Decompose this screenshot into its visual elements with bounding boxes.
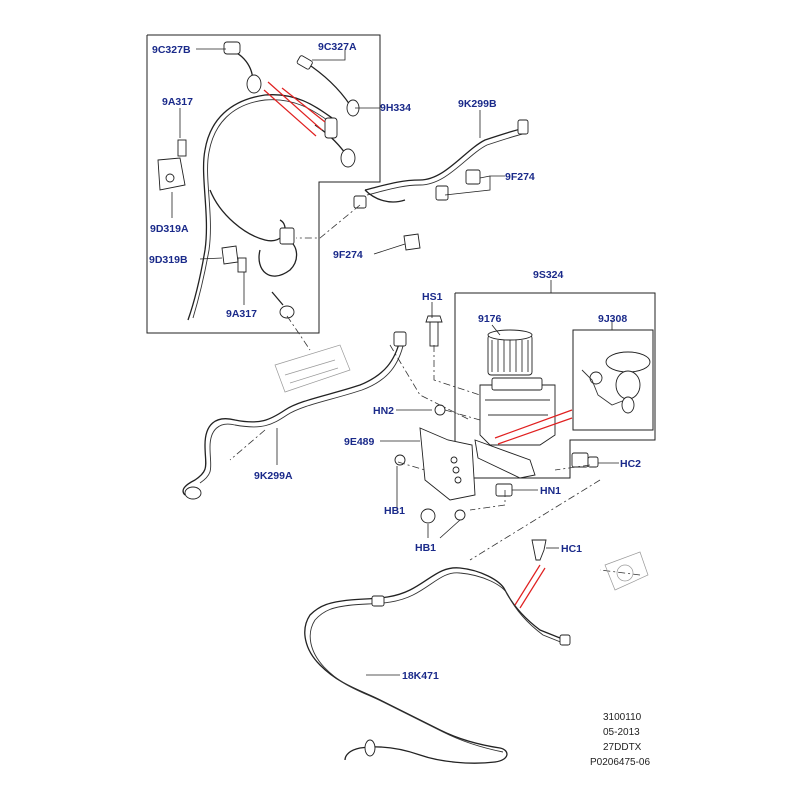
callout-9D319B: 9D319B (149, 254, 188, 266)
water-sensor-9J308 (581, 351, 651, 414)
hose-18K471 (304, 551, 649, 764)
callout-9A317-bottom: 9A317 (226, 308, 257, 320)
upper-inset-box (146, 34, 381, 334)
reference-line-4: P0206475-06 (590, 757, 650, 768)
callout-9H334: 9H334 (380, 102, 411, 114)
reference-block: 3100110 05-2013 27DDTX P0206475-06 (590, 712, 650, 768)
callout-9K299B: 9K299B (458, 98, 497, 110)
hose-9K299B (353, 119, 529, 251)
callout-HB1-b: HB1 (415, 542, 436, 554)
callout-HN1: HN1 (540, 485, 561, 497)
callout-9A317-top: 9A317 (162, 96, 193, 108)
upper-dash-lines (286, 204, 361, 351)
callout-9K299A: 9K299A (254, 470, 293, 482)
callout-9F274-a: 9F274 (505, 171, 535, 183)
filter-housing (479, 377, 556, 446)
leader-lines (171, 48, 619, 676)
callout-9J308: 9J308 (598, 313, 627, 325)
fasteners (394, 315, 599, 561)
upper-highlight-lines (263, 81, 326, 137)
callout-9C327A: 9C327A (318, 41, 357, 53)
filter-highlight-lines (494, 409, 573, 445)
filter-dash-lines (229, 344, 641, 576)
lower-highlight-lines (514, 564, 546, 609)
bracket-9E489 (419, 427, 536, 501)
callout-HC1: HC1 (561, 543, 582, 555)
callout-labels: 9C327B 9C327A 9A317 9H334 9K299B 9F274 9… (149, 41, 641, 682)
hose-9K299A (182, 331, 407, 500)
upper-hose-assembly (157, 41, 360, 321)
callout-9C327B: 9C327B (152, 44, 191, 56)
reference-line-3: 27DDTX (603, 742, 642, 753)
callout-9S324: 9S324 (533, 269, 564, 281)
reference-line-1: 3100110 (603, 712, 642, 723)
callout-9D319A: 9D319A (150, 223, 189, 235)
reference-line-2: 05-2013 (603, 727, 640, 738)
callout-9176: 9176 (478, 313, 502, 325)
callout-9E489: 9E489 (344, 436, 375, 448)
callout-HN2: HN2 (373, 405, 394, 417)
callout-9F274-b: 9F274 (333, 249, 363, 261)
callout-HB1-a: HB1 (384, 505, 405, 517)
callout-18K471: 18K471 (402, 670, 439, 682)
callout-HC2: HC2 (620, 458, 641, 470)
fuel-filter-9176 (487, 329, 533, 376)
callout-HS1: HS1 (422, 291, 443, 303)
